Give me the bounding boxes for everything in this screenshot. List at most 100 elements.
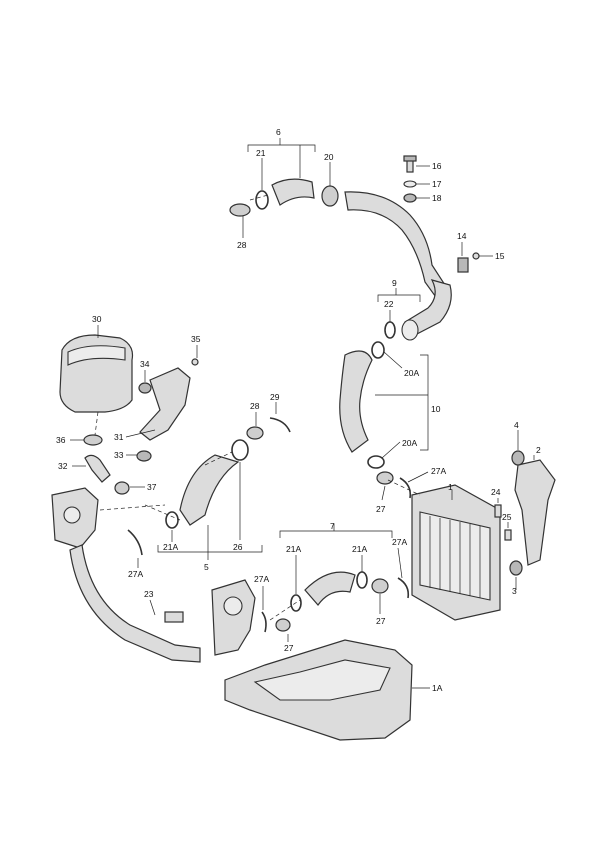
label-18: 18 bbox=[432, 193, 442, 203]
label-24: 24 bbox=[491, 487, 501, 497]
ring-27A-mid bbox=[261, 611, 267, 633]
pipe-23 bbox=[69, 544, 201, 663]
label-31: 31 bbox=[114, 432, 124, 442]
hose-7 bbox=[304, 571, 356, 606]
ring-27A-right bbox=[397, 577, 410, 599]
label-15: 15 bbox=[495, 251, 505, 261]
label-35: 35 bbox=[191, 334, 201, 344]
middle-hose-assembly bbox=[339, 341, 394, 485]
label-36: 36 bbox=[56, 435, 66, 445]
ring-20A-bottom bbox=[367, 455, 385, 469]
label-22: 22 bbox=[384, 299, 394, 309]
label-9: 9 bbox=[392, 278, 397, 288]
screw-24 bbox=[494, 504, 502, 518]
hose-32 bbox=[84, 454, 111, 483]
screw-15 bbox=[472, 252, 480, 260]
grommet-34 bbox=[138, 382, 152, 394]
lower-left-hose bbox=[127, 417, 291, 556]
label-32: 32 bbox=[58, 461, 68, 471]
ring-21A-right bbox=[356, 571, 368, 589]
top-hose-assembly bbox=[229, 155, 480, 341]
ring-21A-mid bbox=[290, 594, 302, 612]
label-14: 14 bbox=[457, 231, 467, 241]
label-34: 34 bbox=[140, 359, 150, 369]
label-28-lower: 28 bbox=[250, 401, 260, 411]
ring-27A-left bbox=[127, 529, 143, 556]
clamp-27-lower-left bbox=[275, 618, 291, 632]
label-28-top: 28 bbox=[237, 240, 247, 250]
label-1: 1 bbox=[448, 482, 453, 492]
mount-4 bbox=[511, 450, 525, 466]
label-20: 20 bbox=[324, 152, 334, 162]
flange-right bbox=[211, 579, 256, 656]
grommet-18 bbox=[403, 193, 417, 203]
label-1A: 1A bbox=[432, 683, 443, 693]
label-16: 16 bbox=[432, 161, 442, 171]
clamp-20 bbox=[321, 185, 339, 207]
clamp-27-lower-right bbox=[371, 578, 389, 594]
clamp-27-mid bbox=[376, 471, 394, 485]
label-29: 29 bbox=[270, 392, 280, 402]
screw-35 bbox=[191, 358, 199, 366]
leader-lines bbox=[70, 138, 535, 689]
label-4: 4 bbox=[514, 420, 519, 430]
label-10: 10 bbox=[431, 404, 441, 414]
flange-right-hole bbox=[223, 596, 243, 616]
pipe-end bbox=[401, 319, 419, 341]
part-labels: 6 21 20 28 16 17 18 14 15 9 22 20A 10 20… bbox=[56, 127, 541, 693]
resonator-top bbox=[67, 345, 126, 366]
label-21A-mid: 21A bbox=[286, 544, 301, 554]
label-7: 7 bbox=[330, 521, 335, 531]
label-27A-upper: 27A bbox=[431, 466, 446, 476]
grommet-33 bbox=[136, 450, 152, 462]
ring-21A-left bbox=[165, 511, 179, 529]
label-33: 33 bbox=[114, 450, 124, 460]
resonator-assembly bbox=[59, 334, 199, 495]
air-duct-top bbox=[253, 659, 391, 701]
label-5: 5 bbox=[204, 562, 209, 572]
alignment-lines bbox=[94, 194, 421, 621]
flange-left-hole bbox=[63, 506, 81, 524]
label-17: 17 bbox=[432, 179, 442, 189]
label-3: 3 bbox=[512, 586, 517, 596]
clamp-37 bbox=[114, 481, 130, 495]
label-27A-left: 27A bbox=[128, 569, 143, 579]
bolt-16-head bbox=[403, 155, 417, 162]
label-27-lower-right: 27 bbox=[376, 616, 386, 626]
pipe-23-stub bbox=[164, 611, 184, 623]
label-30: 30 bbox=[92, 314, 102, 324]
lower-pipe-assembly bbox=[51, 487, 256, 663]
ring-27A-upper bbox=[399, 477, 412, 499]
mount-3 bbox=[509, 560, 523, 576]
lower-middle-hose bbox=[261, 477, 412, 633]
intercooler-fins bbox=[429, 516, 481, 598]
sensor-14 bbox=[457, 257, 469, 273]
label-21: 21 bbox=[256, 148, 266, 158]
label-27A-right: 27A bbox=[392, 537, 407, 547]
label-27A-mid: 27A bbox=[254, 574, 269, 584]
label-20A-top: 20A bbox=[404, 368, 419, 378]
clamp-36 bbox=[83, 434, 103, 446]
air-duct-assembly bbox=[224, 639, 413, 741]
label-25: 25 bbox=[502, 512, 512, 522]
washer-17 bbox=[403, 180, 417, 188]
intercooler-core bbox=[419, 511, 491, 601]
screw-25 bbox=[504, 529, 512, 541]
bracket-31 bbox=[139, 367, 191, 441]
label-21A-left: 21A bbox=[163, 542, 178, 552]
label-2: 2 bbox=[536, 445, 541, 455]
label-27-lower-left: 27 bbox=[284, 643, 294, 653]
ring-22 bbox=[384, 321, 396, 339]
clamp-28-top bbox=[229, 203, 251, 217]
label-20A-bottom: 20A bbox=[402, 438, 417, 448]
label-26: 26 bbox=[233, 542, 243, 552]
intercooler-assembly bbox=[411, 450, 556, 621]
bolt-16 bbox=[406, 159, 414, 173]
hose-10 bbox=[339, 350, 373, 453]
label-21A-right: 21A bbox=[352, 544, 367, 554]
bracket-2 bbox=[514, 459, 556, 566]
hose-elbow-6 bbox=[271, 178, 315, 206]
ring-20A-top bbox=[371, 341, 385, 359]
label-6: 6 bbox=[276, 127, 281, 137]
